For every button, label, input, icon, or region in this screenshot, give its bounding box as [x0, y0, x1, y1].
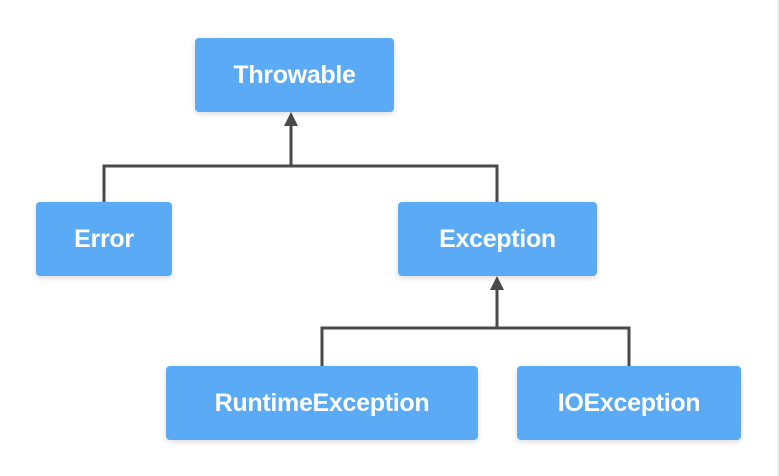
node-exception: Exception: [398, 202, 597, 276]
arrowhead-exception: [490, 276, 504, 290]
node-error-label: Error: [74, 224, 134, 253]
node-throwable: Throwable: [195, 38, 394, 112]
node-error: Error: [36, 202, 172, 276]
node-runtime-exception-label: RuntimeException: [214, 388, 430, 417]
node-exception-label: Exception: [439, 224, 556, 253]
connector-exception-to-throwable: [291, 164, 499, 202]
node-runtime-exception: RuntimeException: [166, 366, 478, 440]
node-io-exception: IOException: [517, 366, 741, 440]
connector-runtime-to-exception: [320, 288, 499, 366]
connector-error-to-throwable: [102, 124, 293, 202]
node-io-exception-label: IOException: [557, 388, 701, 417]
node-throwable-label: Throwable: [233, 60, 356, 89]
arrowhead-throwable: [284, 112, 298, 126]
connector-io-to-exception: [497, 326, 631, 366]
right-edge-divider: [777, 0, 779, 476]
